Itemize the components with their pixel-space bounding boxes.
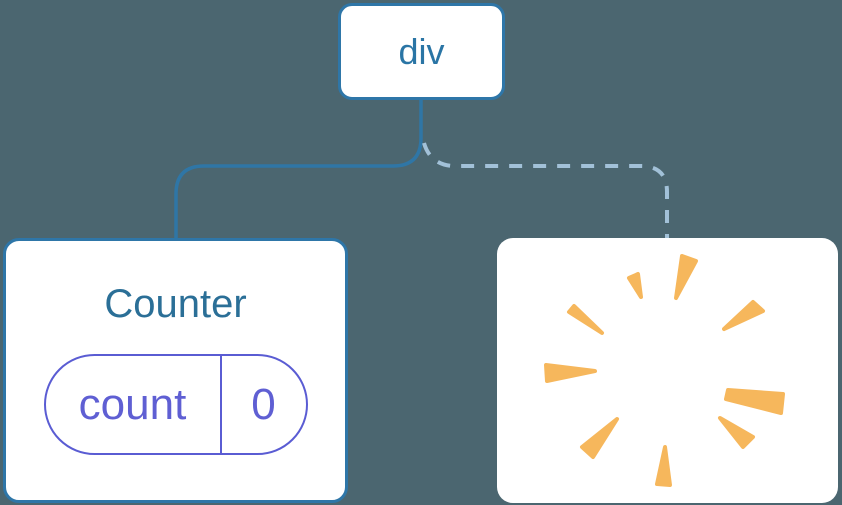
poof-ray bbox=[544, 363, 597, 383]
counter-component-node: Counter count 0 bbox=[3, 238, 348, 503]
solid-link-line bbox=[174, 100, 423, 238]
state-value: 0 bbox=[219, 356, 306, 453]
state-key-label: count bbox=[78, 379, 187, 429]
poof-ray bbox=[567, 304, 604, 335]
root-div-label: div bbox=[398, 30, 445, 72]
poof-ray bbox=[580, 417, 619, 459]
counter-title: Counter bbox=[104, 282, 247, 326]
removed-component-node bbox=[497, 238, 838, 503]
poof-ray bbox=[724, 388, 785, 415]
poof-ray bbox=[627, 272, 643, 299]
poof-ray bbox=[718, 416, 755, 449]
poof-ray bbox=[722, 300, 765, 331]
root-div-node: div bbox=[338, 3, 505, 100]
dashed-link-line bbox=[422, 142, 669, 238]
state-pill: count 0 bbox=[43, 354, 308, 455]
poof-ray bbox=[674, 254, 698, 300]
poof-ray bbox=[655, 445, 672, 487]
poof-icon bbox=[544, 254, 785, 487]
